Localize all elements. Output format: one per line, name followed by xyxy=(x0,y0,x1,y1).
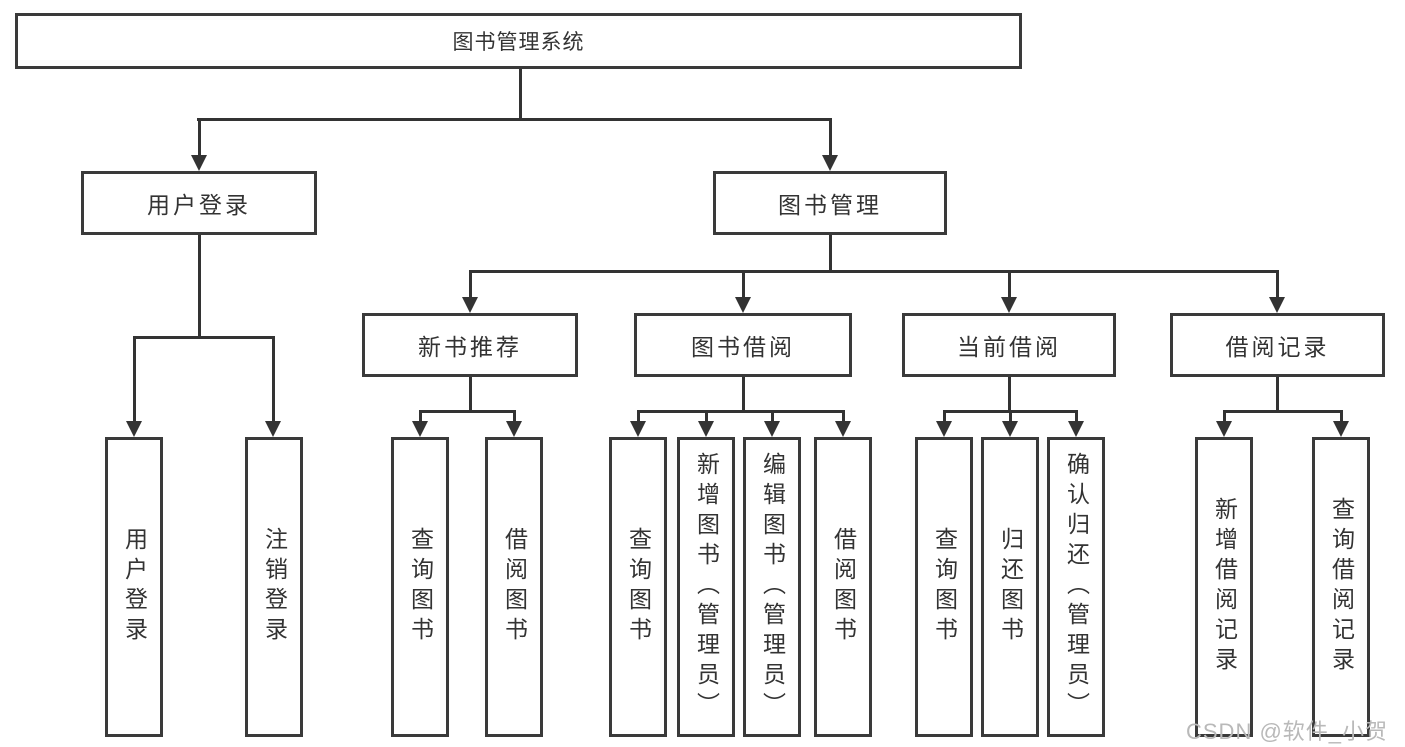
arrowhead-down-icon xyxy=(936,421,952,437)
leaf-cb-return-books-label: 归还图书 xyxy=(997,527,1024,647)
connector-leaf-drop xyxy=(943,410,946,422)
connector-bookmgmt-rail xyxy=(469,270,1279,273)
arrowhead-down-icon xyxy=(735,297,751,313)
node-borrowing-records-label: 借阅记录 xyxy=(1225,334,1330,360)
connector-branch-drop xyxy=(1276,270,1279,298)
connector-leaf-drop xyxy=(419,410,422,422)
connector-branch-drop xyxy=(469,270,472,298)
leaf-br-add-record: 新增借阅记录 xyxy=(1195,437,1253,737)
node-borrowing-records: 借阅记录 xyxy=(1170,313,1385,377)
leaf-user-login: 用户登录 xyxy=(105,437,163,737)
arrowhead-down-icon xyxy=(1216,421,1232,437)
leaf-cb-query-books: 查询图书 xyxy=(915,437,973,737)
leaf-nbr-borrow-books: 借阅图书 xyxy=(485,437,543,737)
leaf-nbr-query-books-label: 查询图书 xyxy=(407,527,434,647)
arrowhead-down-icon xyxy=(126,421,142,437)
connector-leaf-drop xyxy=(513,410,516,422)
connector-root-stem xyxy=(519,69,522,118)
arrowhead-down-icon xyxy=(630,421,646,437)
node-new-book-recommend: 新书推荐 xyxy=(362,313,578,377)
connector-bb-rail xyxy=(637,410,845,413)
arrowhead-down-icon xyxy=(822,155,838,171)
leaf-logout: 注销登录 xyxy=(245,437,303,737)
node-book-management: 图书管理 xyxy=(713,171,947,235)
arrowhead-down-icon xyxy=(835,421,851,437)
connector-leaf-drop xyxy=(133,336,136,422)
connector-nbr-rail xyxy=(419,410,516,413)
node-user-login: 用户登录 xyxy=(81,171,317,235)
leaf-cb-return-books: 归还图书 xyxy=(981,437,1039,737)
arrowhead-down-icon xyxy=(1333,421,1349,437)
arrowhead-down-icon xyxy=(1001,297,1017,313)
connector-leaf-drop xyxy=(1009,410,1012,422)
node-user-login-label: 用户登录 xyxy=(147,192,251,218)
leaf-bb-borrow-books-label: 借阅图书 xyxy=(830,527,857,647)
node-new-book-recommend-label: 新书推荐 xyxy=(418,334,522,360)
leaf-cb-query-books-label: 查询图书 xyxy=(931,527,958,647)
connector-branch-drop xyxy=(1008,270,1011,298)
node-current-borrowing: 当前借阅 xyxy=(902,313,1116,377)
leaf-bb-edit-books: 编辑图书（管理员） xyxy=(743,437,801,737)
arrowhead-down-icon xyxy=(698,421,714,437)
leaf-logout-label: 注销登录 xyxy=(261,527,288,647)
connector-leaf-drop xyxy=(1223,410,1226,422)
node-root-label: 图书管理系统 xyxy=(452,31,585,54)
leaf-nbr-borrow-books-label: 借阅图书 xyxy=(501,527,528,647)
leaf-cb-confirm-return: 确认归还（管理员） xyxy=(1047,437,1105,737)
connector-br-stem xyxy=(1276,377,1279,410)
arrowhead-down-icon xyxy=(1068,421,1084,437)
arrowhead-down-icon xyxy=(506,421,522,437)
leaf-bb-edit-books-label: 编辑图书（管理员） xyxy=(759,452,786,722)
leaf-user-login-label: 用户登录 xyxy=(121,527,148,647)
connector-userlogin-stem xyxy=(198,235,201,336)
connector-leaf-drop xyxy=(705,410,708,422)
arrowhead-down-icon xyxy=(764,421,780,437)
connector-leaf-drop xyxy=(842,410,845,422)
connector-br-rail xyxy=(1223,410,1342,413)
arrowhead-down-icon xyxy=(191,155,207,171)
arrowhead-down-icon xyxy=(462,297,478,313)
node-root: 图书管理系统 xyxy=(15,13,1022,69)
node-book-management-label: 图书管理 xyxy=(778,192,882,218)
leaf-bb-borrow-books: 借阅图书 xyxy=(814,437,872,737)
connector-leaf-drop xyxy=(771,410,774,422)
arrowhead-down-icon xyxy=(1002,421,1018,437)
connector-branch-drop xyxy=(742,270,745,298)
leaf-bb-add-books-label: 新增图书（管理员） xyxy=(693,452,720,722)
connector-cb-stem xyxy=(1008,377,1011,410)
connector-userlogin-rail xyxy=(133,336,275,339)
connector-nbr-stem xyxy=(469,377,472,410)
node-current-borrowing-label: 当前借阅 xyxy=(957,334,1061,360)
connector-leaf-drop xyxy=(1075,410,1078,422)
leaf-bb-add-books: 新增图书（管理员） xyxy=(677,437,735,737)
connector-root-rail xyxy=(197,118,832,121)
arrowhead-down-icon xyxy=(412,421,428,437)
connector-bookmgmt-drop xyxy=(829,118,832,157)
node-book-borrowing: 图书借阅 xyxy=(634,313,852,377)
arrowhead-down-icon xyxy=(265,421,281,437)
connector-leaf-drop xyxy=(272,336,275,422)
connector-leaf-drop xyxy=(637,410,640,422)
connector-bookmgmt-stem xyxy=(829,235,832,270)
leaf-br-query-record-label: 查询借阅记录 xyxy=(1328,497,1355,677)
leaf-br-query-record: 查询借阅记录 xyxy=(1312,437,1370,737)
leaf-nbr-query-books: 查询图书 xyxy=(391,437,449,737)
connector-userlogin-drop xyxy=(198,118,201,157)
csdn-watermark: CSDN @软件_小贺同学 xyxy=(1186,719,1389,744)
node-book-borrowing-label: 图书借阅 xyxy=(691,334,795,360)
leaf-bb-query-books-label: 查询图书 xyxy=(625,527,652,647)
leaf-cb-confirm-return-label: 确认归还（管理员） xyxy=(1063,452,1090,722)
connector-leaf-drop xyxy=(1340,410,1343,422)
leaf-br-add-record-label: 新增借阅记录 xyxy=(1211,497,1238,677)
connector-bb-stem xyxy=(742,377,745,410)
arrowhead-down-icon xyxy=(1269,297,1285,313)
leaf-bb-query-books: 查询图书 xyxy=(609,437,667,737)
